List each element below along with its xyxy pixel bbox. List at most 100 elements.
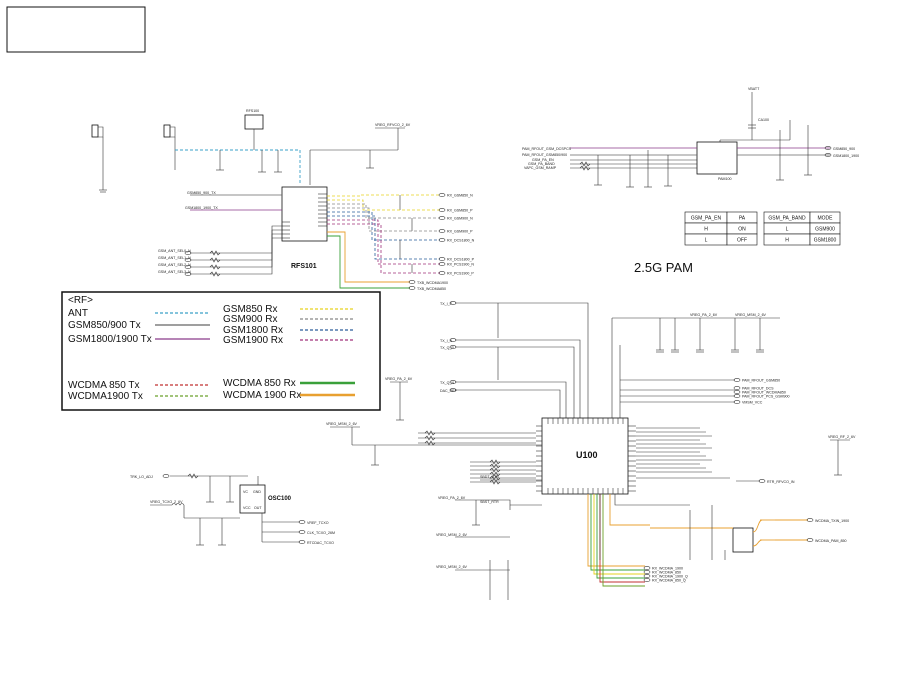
table-cell: OFF <box>737 238 747 244</box>
u100-right-label: VMSM_VCC <box>742 401 763 405</box>
table-cell: MODE <box>818 216 834 222</box>
vreg-tcxo-label: VREG_TCXO_2_6V <box>150 500 183 504</box>
svg-text:TX_I_N: TX_I_N <box>440 339 453 343</box>
legend-right-label: GSM1800 Rx <box>223 325 283 336</box>
gsm-pa-en-table: GSM_PA_EN PA H ON L OFF <box>684 211 758 246</box>
net-osc-1: CLK_TCXO_26M <box>307 531 335 535</box>
net-osc-0: VREF_TCXO <box>307 521 329 525</box>
vreg-pa-label-bot: VREG_PA_2_6V <box>438 496 466 500</box>
u100-power-section: VREG_PA_2_6V VREG_MSM_2_6V VREG_MSM_2_6V… <box>326 422 542 600</box>
u100-label: U100 <box>576 450 598 460</box>
rx-net-label: RX_GSM900_P <box>447 230 473 234</box>
osc100-label: OSC100 <box>268 496 292 502</box>
svg-text:DAC_REF: DAC_REF <box>440 389 458 393</box>
legend-right-label: GSM850 Rx <box>223 304 277 315</box>
table-cell: L <box>705 238 708 244</box>
net-wcdma-pa-0: WCDMA_TXIN_1900 <box>815 519 849 523</box>
oscillator-section: TRK_LO_ADJ VREG_TCXO_2_6V VC GND VCC OUT… <box>130 473 335 546</box>
svg-text:TX_I_P: TX_I_P <box>440 302 453 306</box>
rx-net-label: RX_DCS1800_P <box>447 258 475 262</box>
wcdma-pa-section: VREG_RF_2_6V RTR_RFVCO_IN WCDMA_TXIN_190… <box>650 435 856 560</box>
net-wcdma-pa-1: WCDMA_PAM_850 <box>815 539 847 543</box>
net-pam-out-1: GSM1800_1900 <box>833 154 859 158</box>
gsm-tx-inputs: GSM850_900_TX GSM1800_1900_TX <box>185 191 282 211</box>
pam-title: 2.5G PAM <box>634 260 693 275</box>
svg-text:TX_Q_P: TX_Q_P <box>440 346 454 350</box>
svg-text:RFS100: RFS100 <box>246 109 259 113</box>
vreg-rfvco-label: VREG_RFVCO_2_6V <box>375 123 411 127</box>
osc-vcc: VCC <box>243 506 251 510</box>
vreg-msm-label-bot: VREG_MSM_2_6V <box>436 533 468 537</box>
u100-right-label: PAM_RFOUT_GSM850 <box>742 379 780 383</box>
svg-text:RTR_RFVCO_IN: RTR_RFVCO_IN <box>767 480 795 484</box>
wcdma-rfs-lines: TXB_WCDMA1900 TXB_WCDMA850 <box>327 231 448 291</box>
legend-left-label: GSM850/900 Tx <box>68 320 141 331</box>
table-cell: ON <box>738 227 746 233</box>
vreg-pa-label-top: VREG_PA_2_6V <box>690 313 718 317</box>
net-pam-in-4: VAPC_GSM_RAMP <box>524 166 557 170</box>
vreg-pa-label-left: VREG_PA_2_6V <box>385 377 413 381</box>
table-cell: H <box>704 227 708 233</box>
rx-net-label: RX_GSM850_P <box>447 209 473 213</box>
u100-right-label: PAM_RFOUT_PCS_GSM900 <box>742 395 789 399</box>
u100-section: TX_I_P TX_I_N TX_Q_P TX_Q_N DAC_REF VREG… <box>385 301 789 495</box>
rfs101-label: RFS101 <box>291 263 317 270</box>
vbatt-label: VBATT <box>748 87 760 91</box>
ant-sel-label: GSM_ANT_SEL2_N <box>158 263 191 267</box>
net-wcdma-850: TXB_WCDMA850 <box>417 287 446 291</box>
net-pam-in-0: PAM_RFOUT_GSM_DCSPCS <box>522 147 572 151</box>
u100-right-label: PAM_RFOUT_WCDMA850 <box>742 391 786 395</box>
net-wcdma-1900: TXB_WCDMA1900 <box>417 281 448 285</box>
vreg-msm-label-top: VREG_MSM_2_6V <box>735 313 767 317</box>
rfs101-module: RFS101 <box>281 186 328 270</box>
legend-right-label: WCDMA 1900 Rx <box>223 390 301 401</box>
legend-left-label: ANT <box>68 308 88 319</box>
vreg-msm-label-bot2: VREG_MSM_2_6V <box>436 565 468 569</box>
bottom-net-label: RX_WCDMA_850_Q <box>652 579 686 583</box>
table-cell: GSM_PA_BAND <box>768 216 806 222</box>
pam100-label: PAM100 <box>718 177 732 181</box>
svg-text:TX_Q_N: TX_Q_N <box>440 381 454 385</box>
legend-right-label: GSM1900 Rx <box>223 335 283 346</box>
osc-vc: VC <box>243 490 248 494</box>
ant-sel-label: GSM_ANT_SEL3_N <box>158 270 191 274</box>
ant-sel-label: GSM_ANT_SEL1_N <box>158 256 191 260</box>
net-osc-2: RTCDAC_TCXO <box>307 541 334 545</box>
vreg-rf-label: VREG_RF_2_6V <box>828 435 856 439</box>
rx-net-label: RX_DCS1800_N <box>447 239 475 243</box>
rx-net-label: RX_PCS1900_N <box>447 263 474 267</box>
rx-net-group: RX_GSM850_N RX_GSM850_P RX_GSM900_N RX_GSM9… <box>327 193 475 276</box>
table-cell: GSM900 <box>815 227 835 233</box>
table-cell: L <box>786 227 789 233</box>
svg-text:TRK_LO_ADJ: TRK_LO_ADJ <box>130 475 153 479</box>
legend-title: <RF> <box>68 295 93 306</box>
antenna-section: RFS100 VREG_RFVCO_2_6V <box>91 109 411 193</box>
bottom-net-label: RX_WCDMA_1900_Q <box>652 575 688 579</box>
svg-text:SBST_RTR: SBST_RTR <box>480 500 499 504</box>
ant-sel-lines: GSM_ANT_SEL0_NGSM_ANT_SEL1_NGSM_ANT_SEL2… <box>158 225 282 277</box>
u100-bottom-nets: RX_WCDMA_1900RX_WCDMA_850RX_WCDMA_1900_Q… <box>587 494 690 587</box>
legend-right-label: WCDMA 850 Rx <box>223 378 296 389</box>
net-pam-in-3: GSM_PA_BAND <box>528 162 555 166</box>
table-cell: GSM1800 <box>814 238 837 244</box>
table-cell: GSM_PA_EN <box>691 216 722 222</box>
rx-net-label: RX_GSM850_N <box>447 194 473 198</box>
net-pam-in-1: PAM_RFOUT_GSM850/900 <box>522 153 567 157</box>
svg-text:SBDT_RTR: SBDT_RTR <box>480 475 499 479</box>
table-cell: H <box>785 238 789 244</box>
svg-text:GSM850_900_TX: GSM850_900_TX <box>187 191 216 195</box>
legend-left-label: WCDMA1900 Tx <box>68 391 143 402</box>
table-cell: PA <box>739 216 746 222</box>
title-block <box>6 6 146 53</box>
vreg-msm-label-left: VREG_MSM_2_6V <box>326 422 358 426</box>
rx-net-label: RX_GSM900_N <box>447 217 473 221</box>
osc-gnd: GND <box>253 490 261 494</box>
u100-right-label: PAM_RFOUT_DCS <box>742 387 774 391</box>
rx-net-label: RX_PCS1900_P <box>447 272 474 276</box>
svg-text:GSM1800_1900_TX: GSM1800_1900_TX <box>185 206 218 210</box>
legend-left-label: WCDMA 850 Tx <box>68 380 140 391</box>
net-pam-in-2: GSM_PA_EN <box>532 158 554 162</box>
